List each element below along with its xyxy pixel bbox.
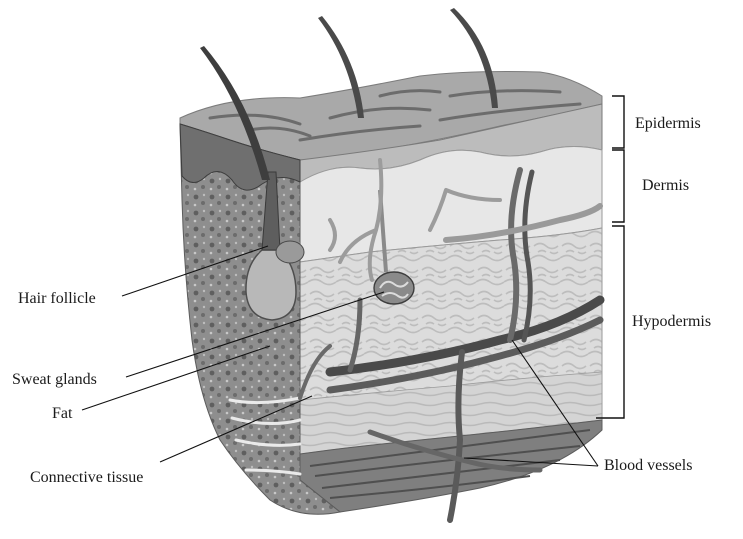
label-connective-tissue: Connective tissue <box>30 469 143 486</box>
label-hypodermis: Hypodermis <box>632 313 711 330</box>
label-epidermis: Epidermis <box>635 115 701 132</box>
sebaceous-gland <box>276 241 304 263</box>
label-hair-follicle: Hair follicle <box>18 290 96 307</box>
skin-block <box>180 8 602 520</box>
dermis-bracket <box>612 150 624 222</box>
label-fat: Fat <box>52 405 73 422</box>
label-dermis: Dermis <box>642 177 689 194</box>
label-sweat-glands: Sweat glands <box>12 371 97 388</box>
label-blood-vessels: Blood vessels <box>604 457 692 474</box>
epidermis-bracket <box>612 96 624 148</box>
